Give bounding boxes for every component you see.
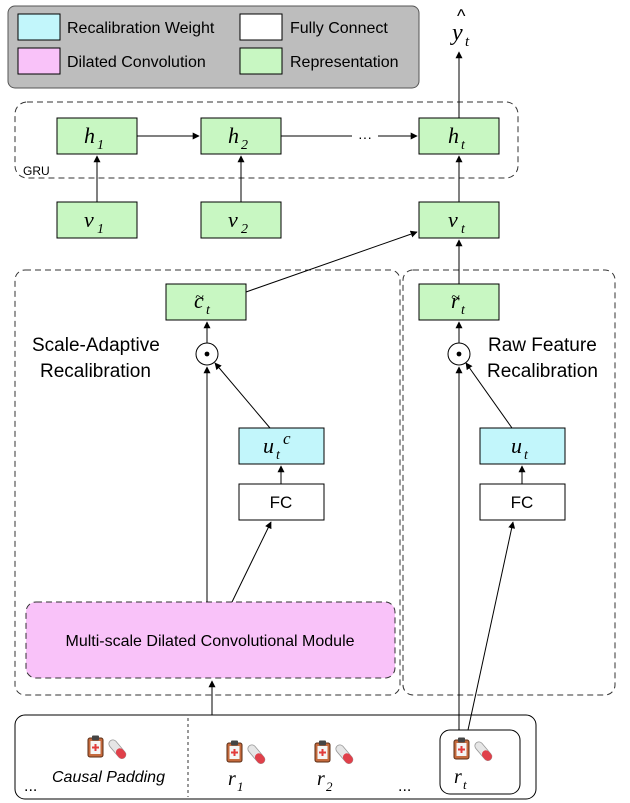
legend-swatch-dilated [17,47,61,75]
right-output-rt: ~ r t [418,283,500,321]
arrow-module-fc [231,521,272,603]
arrow-ct-vt [245,230,418,293]
svg-text:FC: FC [270,493,293,512]
svg-text:FC: FC [511,493,534,512]
svg-text:v: v [228,207,238,232]
test-tube-icon [333,742,355,766]
legend: Recalibration Weight Fully Connect Dilat… [7,5,420,89]
gru-hidden-ht: h t [418,117,500,155]
right-elementwise-product [447,342,471,366]
left-elementwise-product [195,342,219,366]
arrow-utc-product [214,362,271,429]
svg-text:1: 1 [237,779,244,794]
svg-text:u: u [263,433,274,458]
svg-text:h: h [448,123,459,148]
svg-text:t: t [461,138,466,153]
svg-text:t: t [524,448,529,463]
svg-text:t: t [461,222,466,237]
right-panel-title-line1: Raw Feature [488,335,597,356]
clipboard-icon [87,735,104,758]
dilated-conv-module: Multi-scale Dilated Convolutional Module [25,601,396,679]
record-r1: r 1 [226,740,267,794]
svg-text:v: v [84,207,94,232]
gru-input-vt: v t [418,201,500,239]
raw-feature-panel [402,269,616,696]
svg-text:t: t [463,777,467,792]
test-tube-icon [245,742,267,766]
legend-swatch-fc [239,13,283,41]
right-fc-box: FC [479,483,566,521]
svg-text:2: 2 [241,222,248,237]
svg-text:~: ~ [195,289,204,306]
output-symbol: y [450,20,463,46]
arrow-ut-product [465,362,513,429]
output-yt: ^ y t [450,6,470,50]
record-rt: r t [439,729,521,795]
legend-label-fc: Fully Connect [290,20,388,37]
input-strip [14,714,537,800]
test-tube-icon [106,737,128,761]
left-panel-title-line1: Scale-Adaptive [32,335,160,356]
padding-ellipsis: ... [24,778,37,795]
svg-text:r: r [228,768,236,790]
svg-text:r: r [454,766,462,788]
record-r2: r 2 [314,740,355,794]
svg-text:t: t [206,303,211,318]
left-weight-utc: u t c [238,427,325,465]
svg-text:1: 1 [97,138,104,153]
clipboard-icon [314,740,331,763]
records-ellipsis: ... [398,778,411,795]
padding-record-icons [87,735,128,761]
output-hat: ^ [457,6,466,26]
scale-adaptive-panel [14,269,401,696]
svg-text:2: 2 [326,779,333,794]
gru-input-v2: v 2 [200,201,282,239]
legend-label-recalibration: Recalibration Weight [67,20,215,37]
right-panel-title-line2: Recalibration [487,361,598,382]
svg-text:c: c [283,429,291,448]
legend-label-dilated: Dilated Convolution [67,54,206,71]
svg-text:h: h [228,123,239,148]
clipboard-icon [226,740,243,763]
legend-swatch-recalibration [17,13,61,41]
gru-ellipsis: ··· [358,129,372,145]
left-output-ct: ~ c t [165,283,247,321]
legend-swatch-representation [239,47,283,75]
arrow-rt-fc [467,521,516,731]
left-panel-title-line2: Recalibration [40,361,151,382]
svg-text:r: r [317,768,325,790]
legend-box [7,5,420,89]
svg-text:u: u [511,433,522,458]
svg-text:t: t [276,448,281,463]
record-rt-box [439,729,521,795]
gru-container [14,101,519,179]
svg-text:c: c [194,288,204,313]
svg-text:v: v [448,207,458,232]
svg-text:r: r [451,288,460,313]
output-subscript: t [465,34,470,50]
causal-padding-label: Causal Padding [52,769,165,786]
clipboard-icon [453,737,470,760]
svg-text:2: 2 [241,138,248,153]
right-weight-ut: u t [479,427,566,465]
gru-label: GRU [23,164,50,178]
gru-hidden-h1: h 1 [56,117,138,155]
gru-hidden-h2: h 2 [200,117,282,155]
svg-text:Multi-scale Dilated Convolutio: Multi-scale Dilated Convolutional Module [65,633,354,650]
legend-label-representation: Representation [290,54,399,71]
gru-input-v1: v 1 [56,201,138,239]
svg-text:1: 1 [97,222,104,237]
svg-text:h: h [84,123,95,148]
svg-text:~: ~ [451,289,460,306]
svg-text:t: t [461,303,466,318]
left-fc-box: FC [238,483,325,521]
